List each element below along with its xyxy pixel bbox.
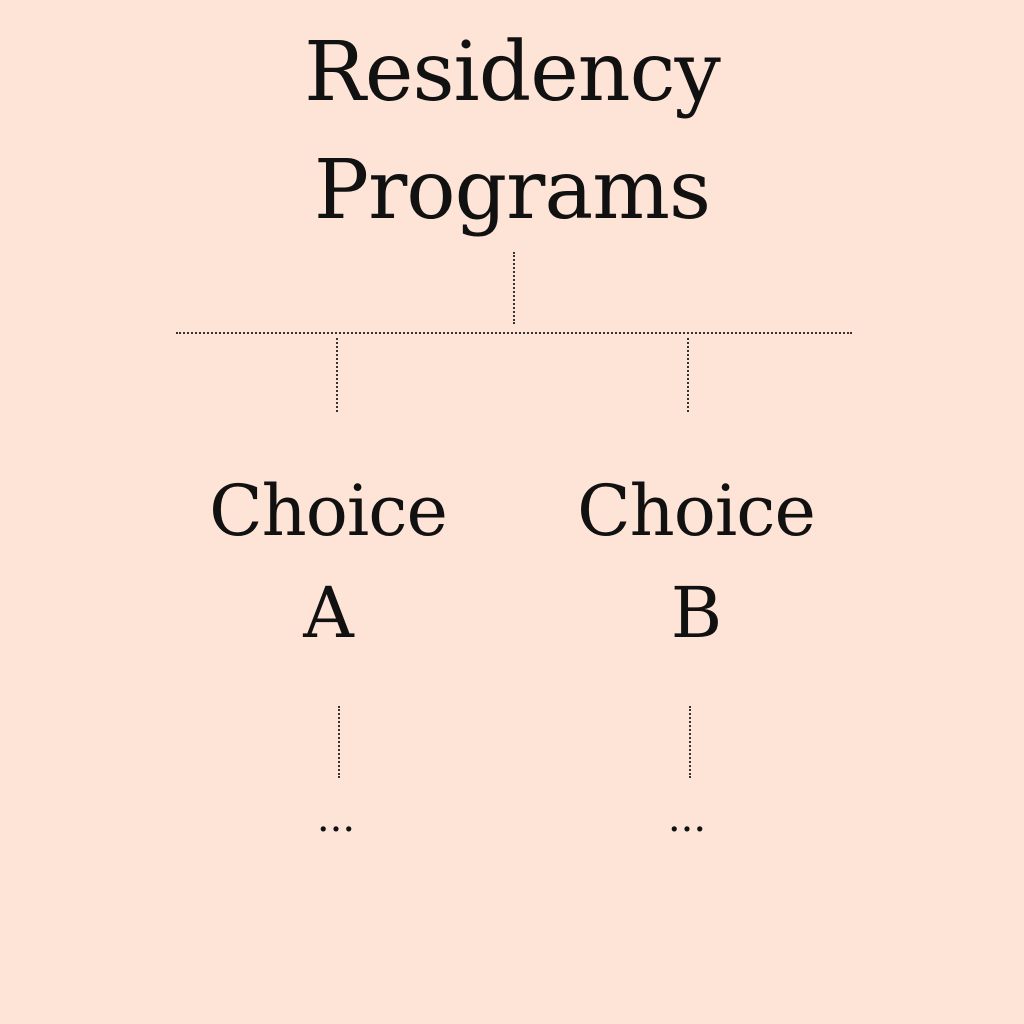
choice-a-continuation-connector <box>338 706 340 778</box>
choice-a-connector <box>336 338 338 412</box>
choice-a-line-2: A <box>303 572 354 654</box>
choice-a-node: Choice A <box>168 460 488 664</box>
choice-a-line-1: Choice <box>209 470 448 552</box>
choice-b-node: Choice B <box>536 460 856 664</box>
choice-b-connector <box>687 338 689 412</box>
diagram-title: Residency Programs <box>212 14 812 250</box>
choice-b-continuation-connector <box>689 706 691 778</box>
branch-connector <box>176 332 852 334</box>
title-line-2: Programs <box>313 143 711 238</box>
title-line-1: Residency <box>304 25 721 120</box>
choice-b-line-2: B <box>670 572 722 654</box>
root-connector <box>513 252 515 324</box>
choice-b-line-1: Choice <box>577 470 816 552</box>
choice-b-continuation: ... <box>667 795 707 841</box>
choice-a-continuation: ... <box>316 795 356 841</box>
